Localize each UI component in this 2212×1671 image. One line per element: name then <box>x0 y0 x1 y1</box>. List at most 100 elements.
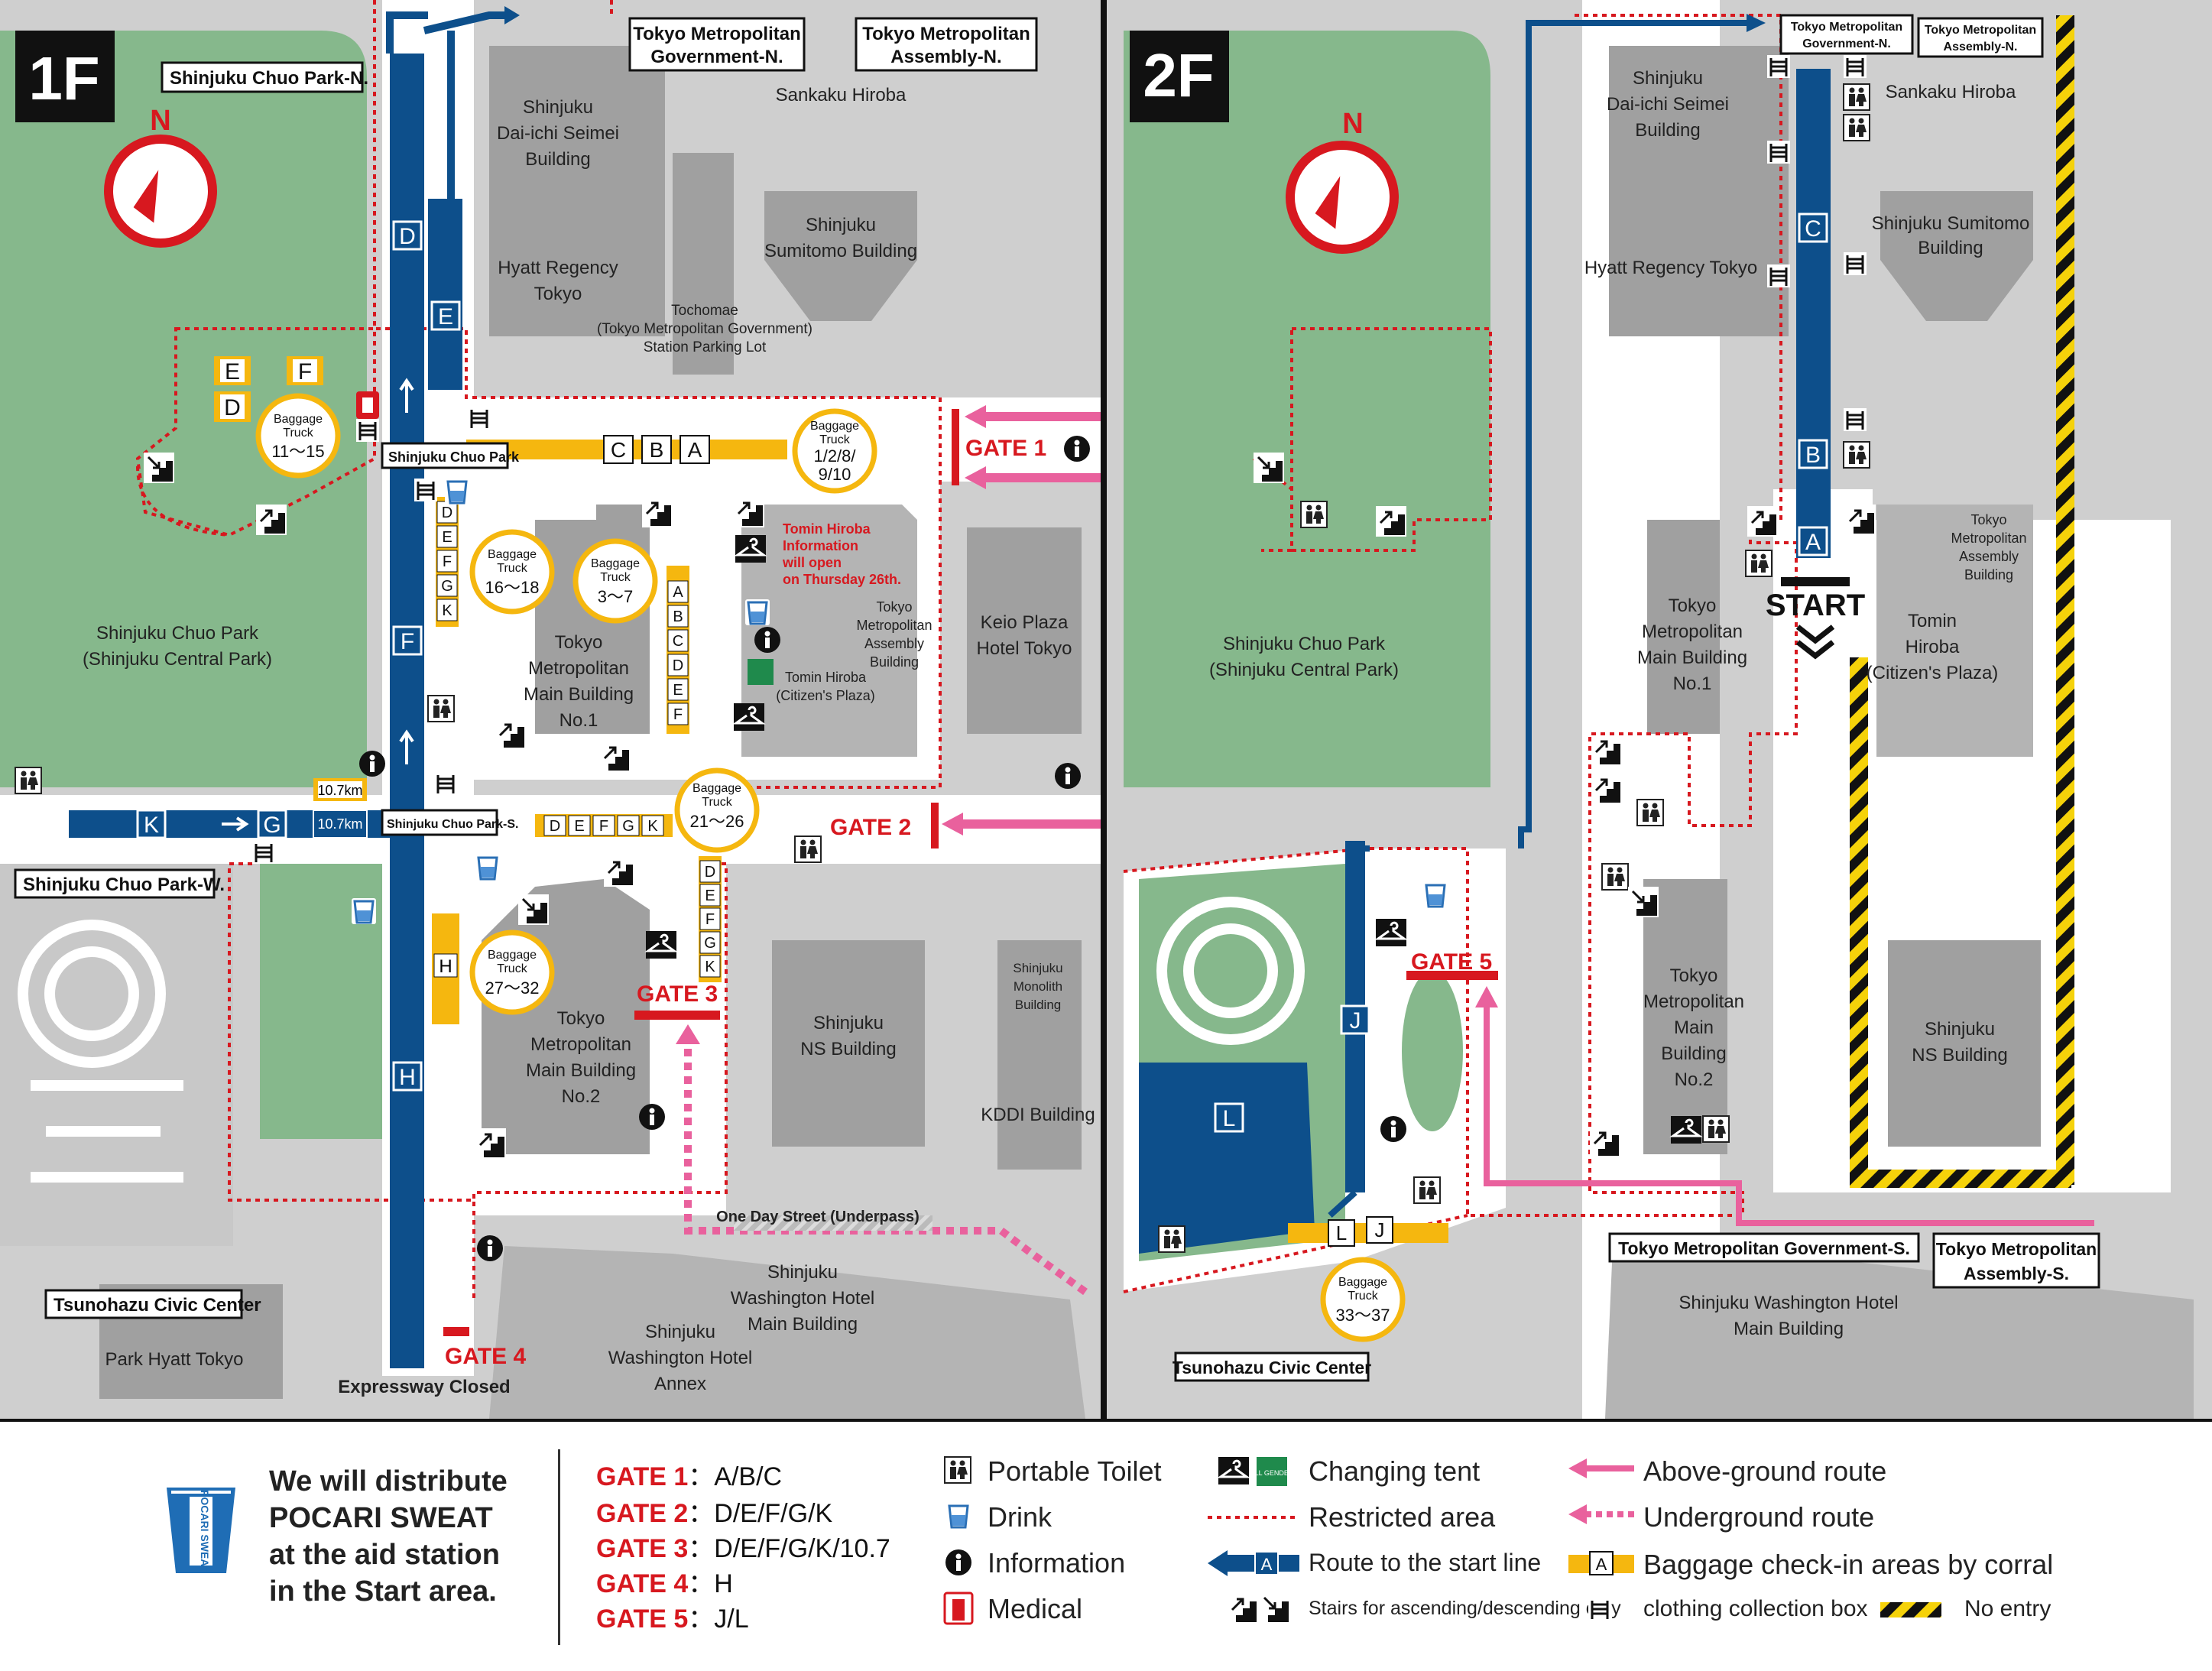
buildings-2f <box>1605 46 2194 1419</box>
svg-text:Washington Hotel: Washington Hotel <box>608 1348 753 1368</box>
label-hyatt-2f: Hyatt Regency Tokyo <box>1584 258 1757 278</box>
svg-text:Building: Building <box>1661 1043 1726 1064</box>
af-corral-e: E <box>673 682 683 699</box>
svg-text:No.1: No.1 <box>559 710 598 731</box>
svg-text:Baggage: Baggage <box>488 949 537 962</box>
park-corral-e: E <box>225 359 240 384</box>
svg-text:Information: Information <box>783 538 858 553</box>
svg-text:(Tokyo Metropolitan Government: (Tokyo Metropolitan Government) <box>597 321 812 337</box>
route-letter-f: F <box>401 629 414 654</box>
svg-text:Assembly-S.: Assembly-S. <box>1964 1264 2069 1283</box>
row-corral-f: F <box>599 818 608 835</box>
legend-noentry: No entry <box>1964 1596 2051 1621</box>
legend-baggage: Baggage check-in areas by corral <box>1643 1549 2054 1580</box>
svg-text:on Thursday 26th.: on Thursday 26th. <box>783 572 901 587</box>
svg-text:Baggage: Baggage <box>591 557 640 570</box>
col-corral-k: K <box>442 602 452 619</box>
legend-changing: Changing tent <box>1309 1455 1481 1487</box>
north-label-1f: N <box>150 105 170 137</box>
label-expressway: Expressway Closed <box>338 1377 510 1397</box>
svg-text:(Shinjuku Central Park): (Shinjuku Central Park) <box>1209 660 1399 680</box>
col-corral-g: G <box>441 578 453 595</box>
park-corral-f: F <box>298 359 312 384</box>
corral-b: B <box>650 438 664 462</box>
toilet-icon <box>944 1456 971 1484</box>
svg-text:Building: Building <box>525 149 590 170</box>
exit-chuo-park: Shinjuku Chuo Park <box>388 449 520 465</box>
no-entry-zone <box>2056 15 2074 1185</box>
svg-text:Assembly: Assembly <box>1959 549 2019 564</box>
af-corral-a: A <box>673 584 683 601</box>
af-corral-d: D <box>673 657 683 674</box>
svg-text:No.1: No.1 <box>1673 673 1712 694</box>
exit-chuo-park-w: Shinjuku Chuo Park-W. <box>23 874 225 895</box>
col-corral-e: E <box>442 529 452 546</box>
svg-text:No.2: No.2 <box>1675 1069 1714 1090</box>
legend-stairs: Stairs for ascending/descending only <box>1309 1598 1621 1619</box>
exit-gov-n-2f: Tokyo Metropolitan <box>1791 21 1902 34</box>
gate-1: GATE 1 <box>965 436 1046 461</box>
svg-text:(Citizen's Plaza): (Citizen's Plaza) <box>1867 663 1999 683</box>
above-ground-routes-2f <box>1484 1001 2094 1226</box>
svg-text:Assembly: Assembly <box>864 636 924 651</box>
corral-a: A <box>688 438 702 462</box>
svg-text:Main: Main <box>1674 1017 1714 1038</box>
svg-text:Assembly-N.: Assembly-N. <box>890 47 1001 67</box>
legend-toilet: Portable Toilet <box>988 1455 1162 1487</box>
route-letter-c-2f: C <box>1805 216 1821 242</box>
svg-text:Truck: Truck <box>600 571 631 584</box>
above-ground-arrow-icon <box>1568 1458 1634 1478</box>
info-icon <box>945 1549 971 1575</box>
svg-text:Assembly-N.: Assembly-N. <box>1944 41 2018 54</box>
chuo-park-north-area <box>0 31 367 787</box>
legend-info: Information <box>988 1547 1126 1579</box>
legend-route: Route to the start line <box>1309 1549 1542 1576</box>
svg-text:Tomin Hiroba: Tomin Hiroba <box>783 521 871 537</box>
svg-text:Washington Hotel: Washington Hotel <box>731 1288 875 1309</box>
svg-text:will open: will open <box>782 555 842 570</box>
legend-medical: Medical <box>988 1593 1083 1624</box>
svg-text:Main Building: Main Building <box>1734 1319 1844 1339</box>
label-hyatt-1f: Hyatt Regency <box>498 258 618 278</box>
exit-assembly-n: Tokyo Metropolitan <box>862 24 1030 44</box>
pocari-note: We will distribute POCARI SWEAT at the a… <box>269 1465 508 1608</box>
svg-text:Government-N.: Government-N. <box>650 47 783 67</box>
changing-tent-icon: ALL GENDER <box>1217 1455 1290 1486</box>
route-arrow-icon: A <box>1208 1550 1299 1576</box>
svg-text:(Shinjuku Central Park): (Shinjuku Central Park) <box>83 649 272 670</box>
route-letter-g: G <box>263 813 281 838</box>
svg-text:Metropolitan: Metropolitan <box>1951 531 2026 546</box>
label-ns-1f: Shinjuku <box>813 1013 884 1033</box>
svg-text:Metropolitan: Metropolitan <box>530 1034 631 1055</box>
corral-h: H <box>439 956 452 977</box>
svg-text:Tokyo: Tokyo <box>534 284 582 304</box>
svg-text:Baggage: Baggage <box>692 782 741 795</box>
svg-text:Baggage: Baggage <box>810 420 859 433</box>
svg-text:Baggage: Baggage <box>488 548 537 561</box>
g3-corral-k: K <box>705 959 715 975</box>
svg-text:Hiroba: Hiroba <box>1905 637 1960 657</box>
label-assembly-2f: Tokyo <box>1970 512 2006 527</box>
north-label-2f: N <box>1342 108 1363 140</box>
label-central-park-2f: Shinjuku Chuo Park <box>1223 634 1386 654</box>
label-sumitomo-2f: Shinjuku Sumitomo <box>1872 213 2030 234</box>
pocari-sweat-can-icon: POCARI SWEAT <box>167 1488 235 1573</box>
exit-assembly-s-2f: Tokyo Metropolitan <box>1936 1239 2097 1259</box>
svg-text:NS Building: NS Building <box>1912 1045 2007 1066</box>
compass-2f: N <box>1286 108 1399 254</box>
label-one-day: One Day Street (Underpass) <box>716 1209 920 1225</box>
truck-33-37: 33～37 <box>1336 1306 1390 1325</box>
baggage-corral-icon: A <box>1568 1551 1634 1575</box>
underground-route-1f <box>684 1040 1088 1296</box>
label-sankaku-1f: Sankaku Hiroba <box>776 85 907 105</box>
truck-3-7: 3～7 <box>598 587 633 606</box>
label-main1-1f: Tokyo <box>555 632 603 653</box>
g3-corral-f: F <box>705 911 715 928</box>
exit-chuo-park-n: Shinjuku Chuo Park-N. <box>170 68 368 89</box>
svg-text:Metropolitan: Metropolitan <box>856 618 932 633</box>
route-letter-k: K <box>144 813 159 838</box>
gates-1f: GATE 1 GATE 2 GATE 3 GATE 4 <box>443 409 1046 1369</box>
svg-text:Station Parking Lot: Station Parking Lot <box>644 339 767 355</box>
